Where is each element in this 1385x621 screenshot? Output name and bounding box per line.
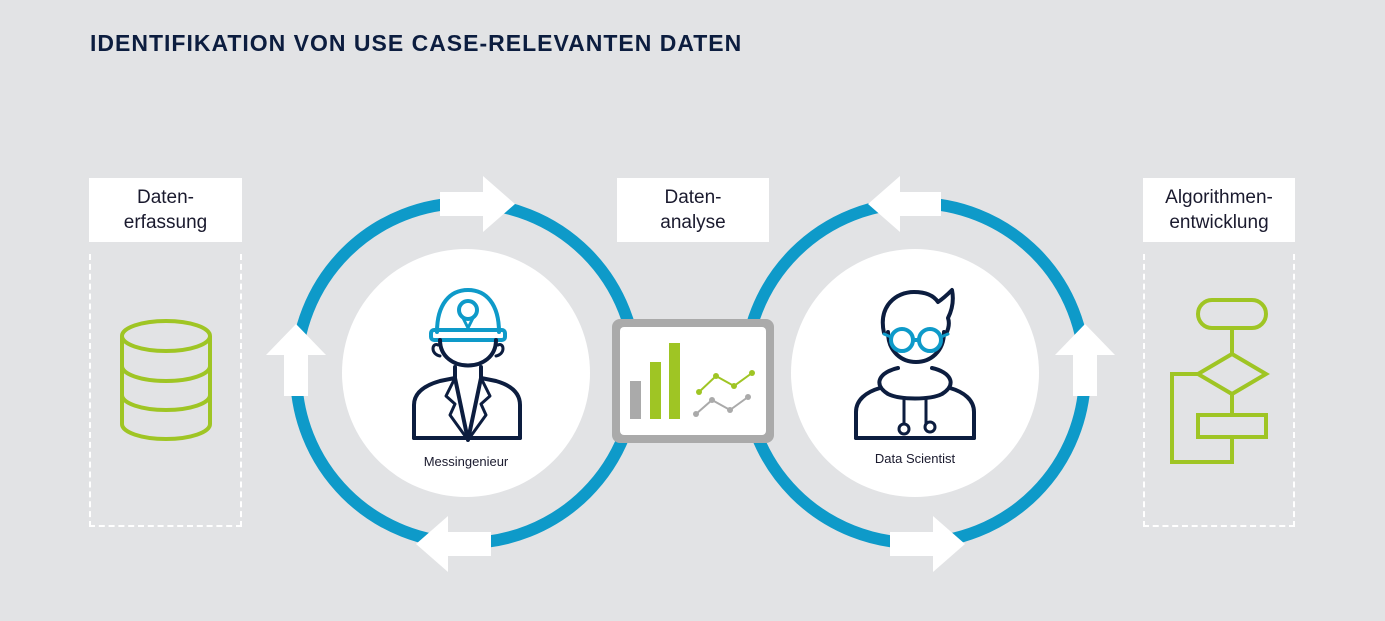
role-label-data-scientist: Data Scientist	[874, 451, 956, 466]
datenerfassung-frame	[89, 254, 242, 527]
engineer-icon	[412, 288, 522, 442]
dashboard-icon	[612, 319, 774, 443]
stage-label-line1: Algorithmen-	[1165, 187, 1273, 208]
stage-label-line2: analyse	[660, 212, 726, 233]
stage-label-datenerfassung: Daten- erfassung	[89, 178, 242, 242]
stage-label-line2: entwicklung	[1169, 212, 1269, 233]
flowchart-icon	[1170, 298, 1270, 464]
database-icon	[120, 319, 212, 441]
engineer-circle	[342, 249, 590, 497]
arrow-left-icon	[416, 516, 491, 572]
scientist-icon	[854, 288, 976, 440]
stage-label-line1: Daten-	[664, 187, 722, 208]
page-title: IDENTIFIKATION VON USE CASE-RELEVANTEN D…	[90, 30, 743, 56]
stage-label-algorithmenentwicklung: Algorithmen- entwicklung	[1143, 178, 1295, 242]
role-label-messingenieur: Messingenieur	[423, 454, 509, 469]
algorithmenentwicklung-frame	[1143, 254, 1295, 527]
scientist-circle	[791, 249, 1039, 497]
arrow-right-icon	[890, 516, 965, 572]
stage-label-line1: Daten-	[136, 187, 195, 208]
arrow-up-icon	[1055, 324, 1115, 396]
stage-label-line2: erfassung	[123, 212, 208, 233]
arrow-right-icon	[440, 176, 515, 232]
stage-label-datenanalyse: Daten- analyse	[617, 178, 769, 242]
arrow-left-icon	[868, 176, 941, 232]
arrow-up-icon	[266, 324, 326, 396]
